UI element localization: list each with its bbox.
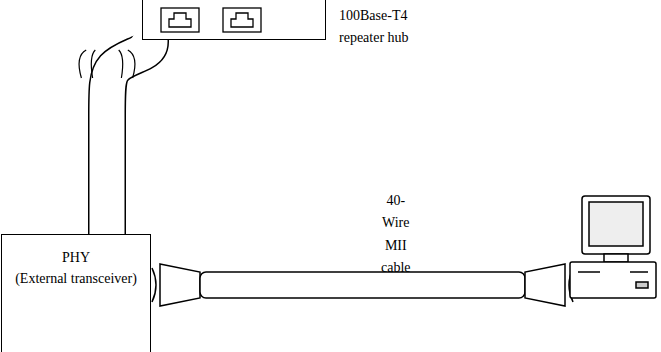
cable-connector <box>107 40 150 234</box>
plug-wire <box>79 50 86 78</box>
repeater-hub: 100Base-T4 repeater hub <box>142 0 326 40</box>
box-subtitle: (External transceiver) <box>2 268 150 289</box>
port-icons <box>143 0 324 38</box>
rj45-port <box>161 8 199 32</box>
computer-icon <box>570 196 656 298</box>
cable-label: 40-Wire MII cable <box>381 190 411 280</box>
hub-label: 100Base-T4 repeater hub <box>339 5 435 48</box>
plug-wire <box>91 50 95 78</box>
cable-inner <box>107 40 150 234</box>
box-heading: PHY <box>2 247 150 268</box>
rj45-port <box>223 8 261 32</box>
plug-wire <box>119 50 123 78</box>
transceiver-box: PHY(External transceiver) <box>1 234 151 352</box>
plug-wire <box>128 50 135 78</box>
mii-cable <box>152 264 573 306</box>
